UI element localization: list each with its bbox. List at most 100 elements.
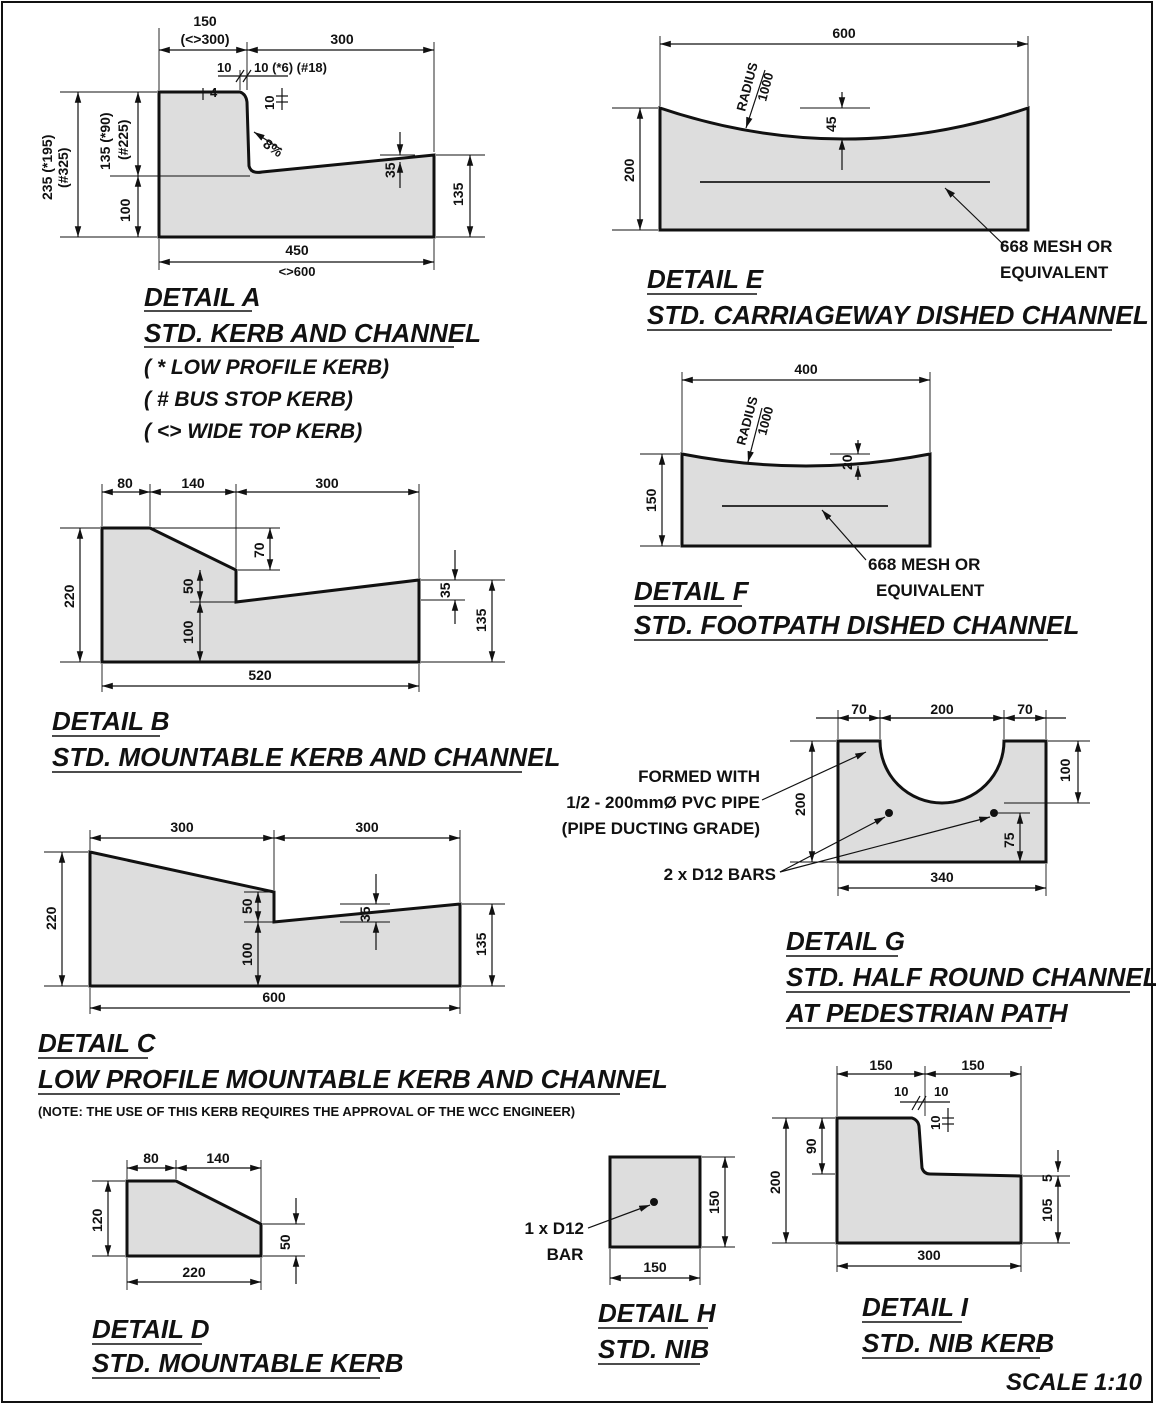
detail-d-section [125, 1179, 263, 1258]
detail-a-dim-channel-height: 135 [450, 182, 466, 206]
detail-a-dim-base: 100 [117, 198, 133, 222]
detail-a-dim-top-width-alt: (<>300) [180, 31, 229, 47]
detail-g-formed-3: (PIPE DUCTING GRADE) [562, 819, 760, 838]
detail-i-dim-step: 5 [1039, 1174, 1055, 1182]
detail-b-subtitle: STD. MOUNTABLE KERB AND CHANNEL [52, 742, 560, 772]
detail-f-mesh-2: EQUIVALENT [876, 581, 985, 600]
detail-e-dim-dish: 45 [823, 116, 839, 132]
detail-b-dim-w3: 300 [315, 475, 339, 491]
detail-g-subtitle: STD. HALF ROUND CHANNEL [786, 962, 1156, 992]
detail-g-dim-w2: 200 [930, 701, 954, 717]
detail-c-dim-w2: 300 [355, 819, 379, 835]
detail-f-dim-height: 150 [643, 488, 659, 512]
detail-e-dim-width: 600 [832, 25, 856, 41]
detail-d-dim-w1: 80 [143, 1150, 159, 1166]
detail-b-dim-height: 220 [61, 584, 77, 608]
detail-a-title: DETAIL A [144, 282, 261, 312]
detail-c-note: (NOTE: THE USE OF THIS KERB REQUIRES THE… [38, 1104, 575, 1119]
detail-f-dim-width: 400 [794, 361, 818, 377]
detail-i-dim-upstand: 90 [803, 1138, 819, 1154]
detail-e-subtitle: STD. CARRIAGEWAY DISHED CHANNEL [647, 300, 1149, 330]
detail-g-formed-1: FORMED WITH [638, 767, 760, 786]
detail-a-dim-width: 450 [285, 242, 309, 258]
detail-i-title: DETAIL I [862, 1292, 969, 1322]
detail-c-subtitle: LOW PROFILE MOUNTABLE KERB AND CHANNEL [38, 1064, 668, 1094]
detail-b: 80 140 300 70 220 50 100 135 35 520 DETA… [52, 475, 560, 773]
detail-c-dim-w1: 300 [170, 819, 194, 835]
scale-label: SCALE 1:10 [1006, 1369, 1143, 1396]
detail-a-dim-lip-alt: 10 (*6) (#18) [254, 60, 327, 75]
detail-f-radius-value: 1000 [754, 405, 776, 437]
detail-e-mesh-1: 668 MESH OR [1000, 237, 1112, 256]
detail-c-dim-step: 50 [239, 898, 255, 914]
detail-a-dim-width-alt: <>600 [279, 264, 316, 279]
detail-a-dim-top-width: 150 [193, 13, 217, 29]
detail-h-bar [650, 1198, 658, 1206]
detail-b-dim-step: 50 [180, 578, 196, 594]
detail-e-section [658, 105, 1030, 232]
detail-d-subtitle: STD. MOUNTABLE KERB [92, 1348, 404, 1378]
detail-b-dim-w2: 140 [181, 475, 205, 491]
detail-c-dim-fall: 35 [357, 906, 373, 922]
detail-c-title: DETAIL C [38, 1028, 157, 1058]
detail-i-section [835, 1116, 1023, 1245]
detail-d: 80 140 120 50 220 DETAIL D STD. MOUNTABL… [89, 1150, 404, 1379]
detail-a-dim-channel-width: 300 [330, 31, 354, 47]
detail-h-dim-height: 150 [706, 1190, 722, 1214]
detail-g-dim-width: 340 [930, 869, 954, 885]
detail-c: 300 300 220 50 100 35 135 600 DETAIL C L… [38, 819, 668, 1119]
detail-g-bar-2 [990, 809, 998, 817]
detail-a-note-1: ( * LOW PROFILE KERB) [144, 356, 389, 379]
detail-a-dim-top-fall: 4 [210, 85, 218, 100]
detail-a-dim-fall: 35 [382, 162, 398, 178]
detail-d-dim-height: 120 [89, 1208, 105, 1232]
detail-e: 600 RADIUS 1000 45 200 668 MESH OR EQUIV… [612, 25, 1149, 331]
detail-d-dim-end: 50 [277, 1234, 293, 1250]
detail-a-section [157, 90, 436, 239]
detail-a: 150 (<>300) 300 10 10 (*6) (#18) 10 4 8%… [39, 13, 485, 443]
detail-c-dim-base: 100 [239, 942, 255, 966]
detail-g-dim-w1: 70 [851, 701, 867, 717]
detail-g-dim-bar-height: 75 [1001, 832, 1017, 848]
detail-a-dim-lip: 10 [217, 60, 231, 75]
detail-g-dim-height: 200 [792, 792, 808, 816]
detail-g: 70 200 70 100 200 75 340 FORMED WITH 1/2… [562, 701, 1156, 1029]
detail-h-dim-width: 150 [643, 1259, 667, 1275]
detail-i: 150 150 10 10 10 90 200 5 105 300 DETAIL… [767, 1057, 1070, 1359]
detail-d-title: DETAIL D [92, 1314, 210, 1344]
detail-i-dim-width: 300 [917, 1247, 941, 1263]
detail-c-dim-channel-height: 135 [473, 932, 489, 956]
detail-i-dim-height: 200 [767, 1170, 783, 1194]
detail-b-dim-w1: 80 [117, 475, 133, 491]
detail-e-dim-height: 200 [621, 158, 637, 182]
detail-g-formed-2: 1/2 - 200mmØ PVC PIPE [566, 793, 760, 812]
detail-i-dim-w2: 150 [961, 1057, 985, 1073]
detail-e-mesh-2: EQUIVALENT [1000, 263, 1109, 282]
detail-i-subtitle: STD. NIB KERB [862, 1328, 1054, 1358]
detail-a-subtitle: STD. KERB AND CHANNEL [144, 318, 481, 348]
detail-a-dim-corner: 10 [262, 96, 277, 110]
detail-h-bar-2: BAR [547, 1245, 584, 1264]
detail-c-dim-height: 220 [43, 906, 59, 930]
detail-g-bar-1 [885, 809, 893, 817]
detail-a-dim-upstand-alt: (#225) [115, 120, 131, 160]
detail-f-dim-dish: 20 [839, 454, 855, 470]
detail-f-mesh-1: 668 MESH OR [868, 555, 980, 574]
detail-i-dim-lip: 10 [894, 1084, 908, 1099]
detail-g-dim-w3: 70 [1017, 701, 1033, 717]
detail-e-title: DETAIL E [647, 264, 764, 294]
detail-i-dim-corner: 10 [928, 1116, 943, 1130]
detail-i-dim-w1: 150 [869, 1057, 893, 1073]
detail-g-title: DETAIL G [786, 926, 905, 956]
detail-a-dim-total-height: 235 (*195) [39, 135, 55, 200]
detail-h-subtitle: STD. NIB [598, 1334, 709, 1364]
detail-b-section [100, 526, 421, 664]
detail-a-dim-total-height-alt: (#325) [55, 148, 71, 188]
detail-b-dim-base: 100 [180, 620, 196, 644]
detail-i-dim-base: 105 [1039, 1198, 1055, 1222]
detail-a-dim-upstand: 135 (*90) [97, 112, 113, 170]
detail-f-section [680, 452, 932, 548]
detail-a-note-3: ( <> WIDE TOP KERB) [144, 420, 362, 443]
detail-f-title: DETAIL F [634, 576, 750, 606]
